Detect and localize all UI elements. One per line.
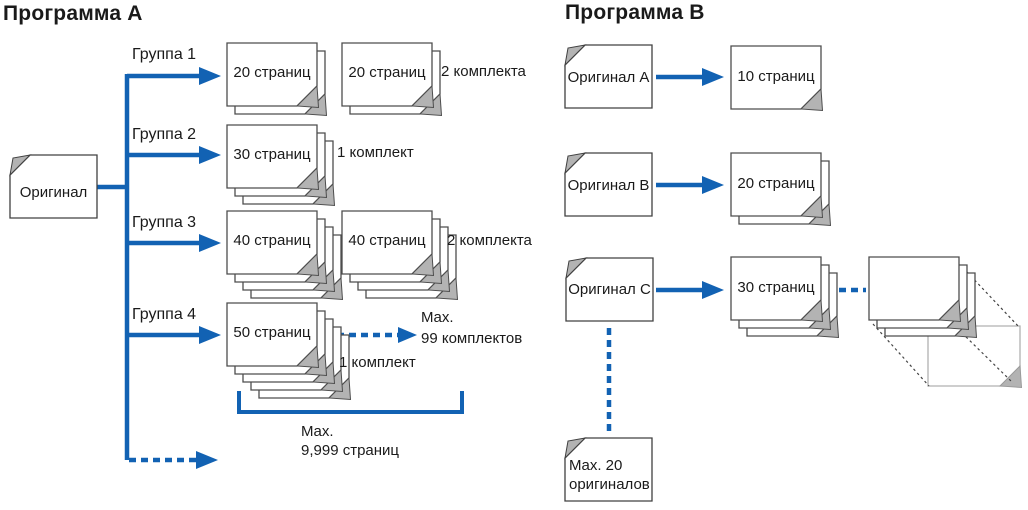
page-stack-group2-icon [226,124,336,207]
sets-note-group1: 2 комплекта [441,63,526,80]
arrow-group-3 [127,234,221,252]
original-label: Оригинал [19,184,88,201]
dashed-arrow-max-sets [337,327,417,343]
arrow-row-a [656,68,724,86]
page-stack-group4-icon [226,302,352,401]
sets-note-group2: 1 комплект [337,144,414,161]
stack-label-group2: 30 страниц [233,146,311,163]
bracket-total-pages [237,391,464,414]
ghost-stack-continuation-icon [868,256,1023,389]
arrow-group-2 [127,146,221,164]
result-label-row-c: 30 страниц [737,279,815,296]
group-3-label: Группа 3 [132,214,197,231]
stack-label-group1-set1: 20 страниц [233,64,311,81]
page-stack-row-c-icon [730,256,840,339]
result-label-row-a: 10 страниц [737,68,815,85]
bracket-note-line1: Max. [301,423,334,440]
stack-label-group3-set1: 40 страниц [233,232,311,249]
original-b-label: Оригинал B [567,177,650,194]
max-originals-line1: Max. 20 [569,457,623,474]
max-originals-line2: оригиналов [569,476,650,493]
program-a-title: Программа A [3,2,143,25]
result-label-row-b: 20 страниц [737,175,815,192]
page-stack-group3-set2-icon [341,210,459,301]
max-sets-note-line2: 99 комплектов [421,330,523,347]
bracket-note-line2: 9,999 страниц [301,442,400,459]
group-1-label: Группа 1 [132,46,197,63]
arrow-row-b [656,176,724,194]
stack-label-group3-set2: 40 страниц [348,232,426,249]
arrow-group-4 [127,326,221,344]
sets-note-group3: 2 комплекта [447,232,532,249]
max-sets-note-line1: Max. [421,309,454,326]
dashed-arrow-more-groups [129,451,218,469]
program-b-title: Программа B [565,1,705,24]
arrow-group-1 [127,67,221,85]
page-stack-group3-set1-icon [226,210,344,301]
original-c-label: Оригинал C [568,281,651,298]
sets-note-group4: 1 комплект [339,354,416,371]
original-a-label: Оригинал A [567,69,650,86]
stack-label-group4: 50 страниц [233,324,311,341]
stack-label-group1-set2: 20 страниц [348,64,426,81]
branch-line [96,74,130,460]
group-4-label: Группа 4 [132,306,197,323]
group-2-label: Группа 2 [132,126,197,143]
arrow-row-c [656,281,724,299]
